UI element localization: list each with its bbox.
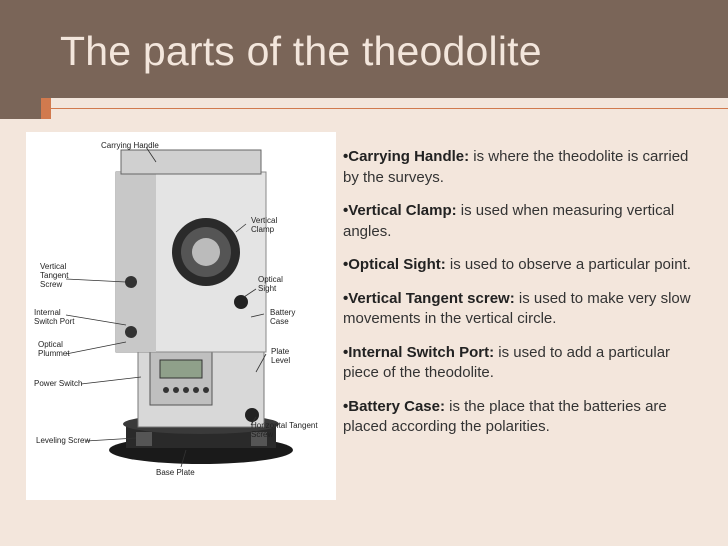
description: is used to observe a particular point.	[445, 256, 691, 273]
term: •Battery Case:	[343, 397, 445, 415]
label-vertical-tangent-screw: Vertical Tangent Screw	[40, 262, 69, 289]
description: is used to make very slow movements in t…	[343, 289, 691, 328]
description: is used when measuring vertical angles.	[343, 202, 675, 240]
label-optical-sight: Optical Sight	[258, 275, 283, 293]
title-divider	[0, 98, 728, 119]
definition-battery-case: •Battery Case: is the place that the bat…	[343, 397, 703, 438]
label-vertical-clamp: Vertical Clamp	[251, 216, 278, 234]
definition-vertical-tangent-screw: •Vertical Tangent screw: is used to make…	[343, 289, 703, 330]
label-carrying-handle: Carrying Handle	[101, 141, 159, 150]
label-battery-case: Battery Case	[270, 308, 296, 326]
label-power-switch: Power Switch	[34, 379, 83, 388]
term: •Carrying Handle:	[343, 148, 470, 165]
term: •Vertical Clamp:	[343, 202, 457, 219]
definition-optical-sight: •Optical Sight: is used to observe a par…	[343, 255, 703, 276]
slide-title: The parts of the theodolite	[60, 28, 542, 74]
description: is used to add a particular piece of the…	[343, 343, 671, 382]
label-internal-switch-port: Internal Switch Port	[34, 308, 75, 326]
definitions-list: •Carrying Handle: is where the theodolit…	[343, 147, 703, 451]
definition-internal-switch-port: •Internal Switch Port: is used to add a …	[343, 343, 703, 384]
label-base-plate: Base Plate	[156, 468, 195, 477]
description: is where the theodolite is carried by th…	[343, 148, 689, 186]
label-optical-plummet: Optical Plummet	[38, 340, 70, 358]
description: is the place that the batteries are plac…	[343, 397, 667, 436]
definition-carrying-handle: •Carrying Handle: is where the theodolit…	[343, 147, 703, 188]
divider-left	[0, 98, 41, 119]
label-plate-level: Plate Level	[271, 347, 291, 365]
accent-block	[41, 98, 51, 119]
definition-vertical-clamp: •Vertical Clamp: is used when measuring …	[343, 201, 703, 242]
theodolite-figure: Carrying Handle Vertical Clamp Vertical …	[26, 132, 336, 500]
accent-line	[51, 108, 728, 109]
term: •Vertical Tangent screw:	[343, 289, 515, 307]
term: •Optical Sight:	[343, 256, 446, 273]
theodolite-illustration	[65, 146, 293, 468]
term: •Internal Switch Port:	[343, 343, 495, 361]
label-horizontal-tangent-screw: Horizontal Tangent Screw	[251, 421, 318, 439]
label-leveling-screw: Leveling Screw	[36, 436, 91, 445]
